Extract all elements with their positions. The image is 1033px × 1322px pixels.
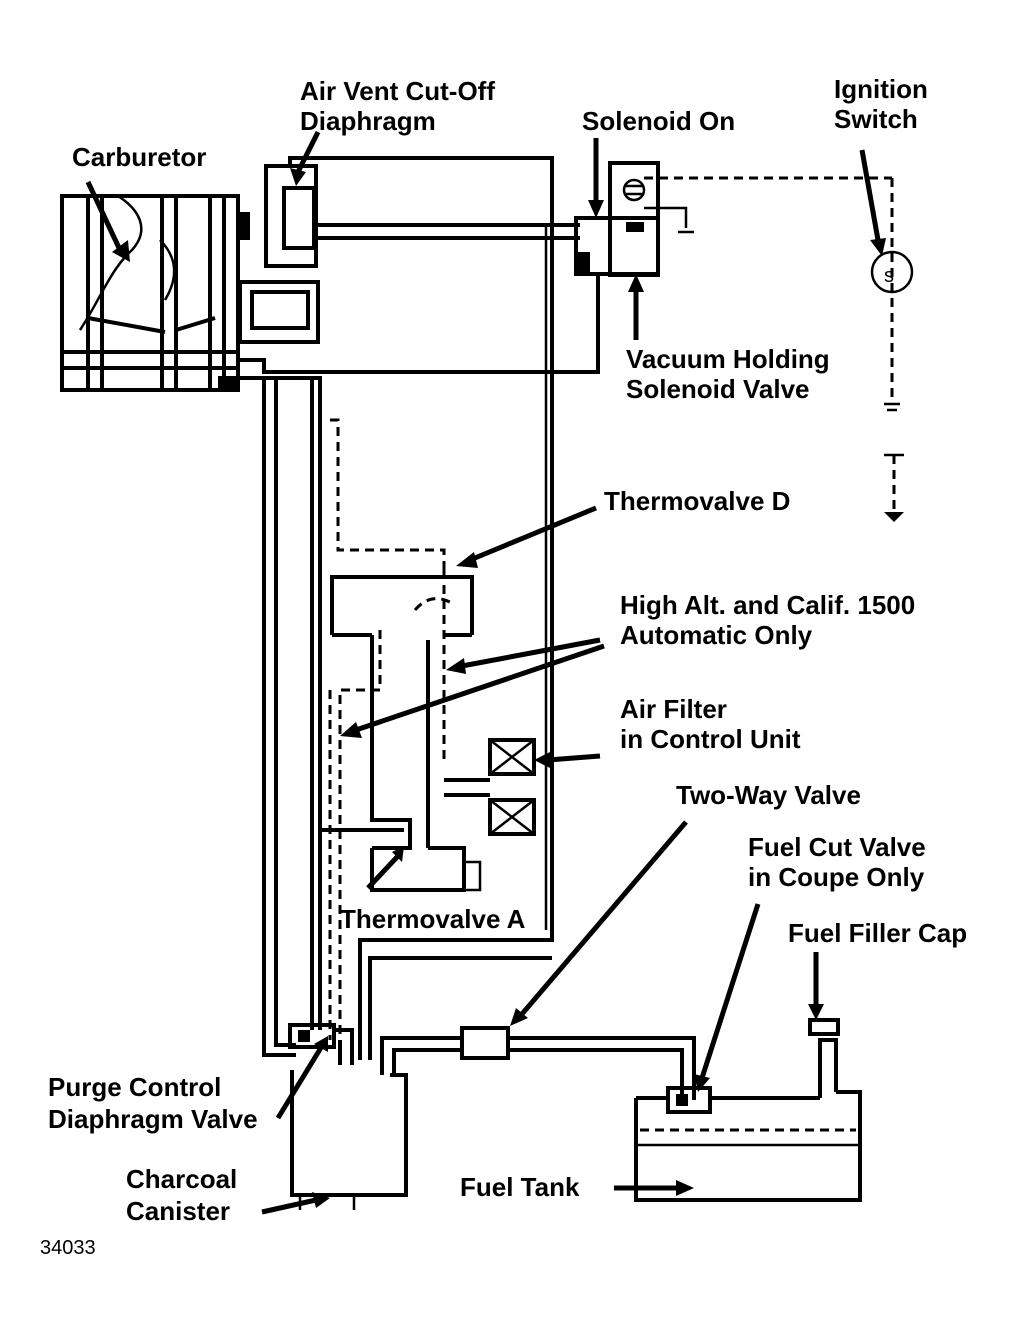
vacuum-holding-solenoid-valve: [574, 161, 892, 277]
fuel-tank-label: Fuel Tank: [460, 1172, 580, 1202]
two-way-valve: [460, 1026, 510, 1060]
ignition-label-2: Switch: [834, 104, 918, 134]
leader-arrows: [85, 130, 886, 1215]
charcoal-canister: [290, 1070, 408, 1210]
carburetor: [60, 194, 250, 392]
fuel-cut-label-1: Fuel Cut Valve: [748, 832, 926, 862]
figure-number: 34033: [40, 1237, 96, 1259]
labels: Carburetor Air Vent Cut-Off Diaphragm So…: [40, 74, 967, 1259]
two-way-valve-label: Two-Way Valve: [676, 780, 861, 810]
purge-label-1: Purge Control: [48, 1072, 221, 1102]
thermovalve-d-label: Thermovalve D: [604, 486, 790, 516]
fuel-cut-label-2: in Coupe Only: [748, 862, 925, 892]
thermovalve-a-label: Thermovalve A: [340, 904, 526, 934]
charcoal-label-1: Charcoal: [126, 1164, 237, 1194]
air-vent-label-2: Diaphragm: [300, 106, 436, 136]
high-alt-label-2: Automatic Only: [620, 620, 813, 650]
solenoid-on-label: Solenoid On: [582, 106, 735, 136]
ignition-label-1: Ignition: [834, 74, 928, 104]
purge-control-diaphragm-valve: [288, 1023, 354, 1065]
fuel-lines: [368, 956, 696, 1100]
air-filter-label-2: in Control Unit: [620, 724, 801, 754]
svg-text:s: s: [884, 265, 894, 287]
high-alt-label-1: High Alt. and Calif. 1500: [620, 590, 915, 620]
carburetor-label: Carburetor: [72, 142, 206, 172]
ignition-switch: s: [870, 178, 914, 522]
air-filter-label-1: Air Filter: [620, 694, 727, 724]
purge-label-2: Diaphragm Valve: [48, 1104, 258, 1134]
fuel-filler-cap-label: Fuel Filler Cap: [788, 918, 967, 948]
charcoal-label-2: Canister: [126, 1196, 230, 1226]
air-vent-label-1: Air Vent Cut-Off: [300, 76, 495, 106]
control-unit: [320, 418, 536, 1040]
vacuum-label-2: Solenoid Valve: [626, 374, 810, 404]
air-vent-cutoff-diaphragm: [238, 164, 320, 344]
fuel-tank: [634, 1018, 862, 1202]
vacuum-label-1: Vacuum Holding: [626, 344, 830, 374]
